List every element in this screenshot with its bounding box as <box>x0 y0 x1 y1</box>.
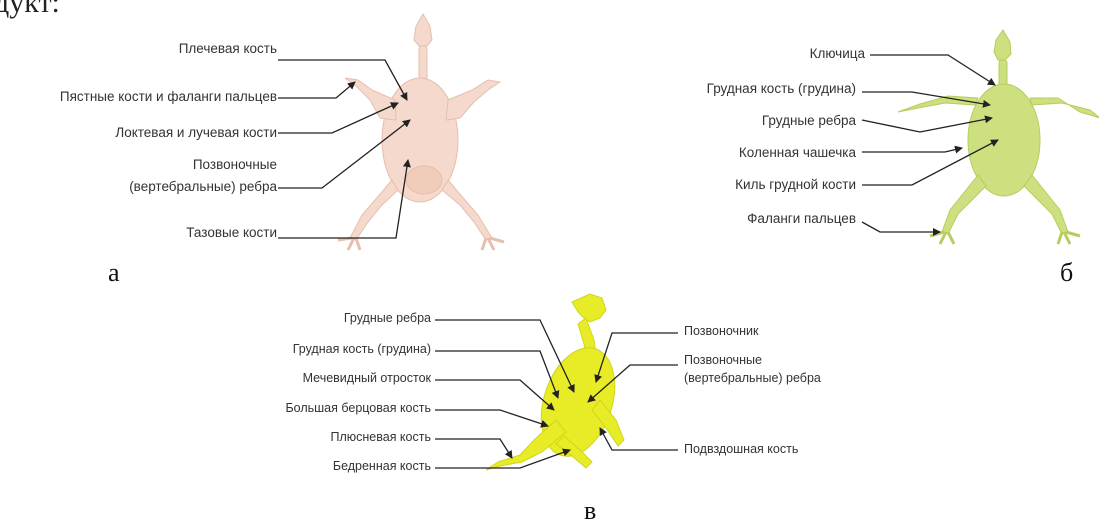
skeleton-a <box>338 14 504 250</box>
skeleton-b <box>898 30 1099 244</box>
label-spine: Позвоночник <box>684 323 758 340</box>
label-vertebral-ribs-v-2: (вертебральные) ребра <box>684 370 821 387</box>
label-keel: Киль грудной кости <box>735 176 856 193</box>
label-ribs-b: Грудные ребра <box>762 112 856 129</box>
panel-letter-b: б <box>1060 258 1073 288</box>
label-ilium: Подвздошная кость <box>684 441 798 458</box>
label-patella: Коленная чашечка <box>739 144 856 161</box>
panel-letter-v: в <box>584 496 596 526</box>
label-metacarpals: Пястные кости и фаланги пальцев <box>60 88 277 105</box>
label-xiphoid: Мечевидный отросток <box>303 370 431 387</box>
label-humerus: Плечевая кость <box>179 40 277 57</box>
label-ribs-v: Грудные ребра <box>344 310 431 327</box>
label-tibia: Большая берцовая кость <box>285 400 431 417</box>
label-ulna-radius: Локтевая и лучевая кости <box>115 124 277 141</box>
label-clavicle: Ключица <box>810 45 865 62</box>
label-metatarsal: Плюсневая кость <box>330 429 431 446</box>
label-femur: Бедренная кость <box>333 458 431 475</box>
label-sternum-b: Грудная кость (грудина) <box>707 80 856 97</box>
label-vertebral-ribs-a-2: (вертебральные) ребра <box>129 178 277 195</box>
label-pelvis: Тазовые кости <box>186 224 277 241</box>
panel-letter-a: а <box>108 258 120 288</box>
label-vertebral-ribs-v-1: Позвоночные <box>684 352 762 369</box>
label-phalanges: Фаланги пальцев <box>747 210 856 227</box>
label-sternum-v: Грудная кость (грудина) <box>293 341 431 358</box>
label-vertebral-ribs-a-1: Позвоночные <box>193 156 277 173</box>
